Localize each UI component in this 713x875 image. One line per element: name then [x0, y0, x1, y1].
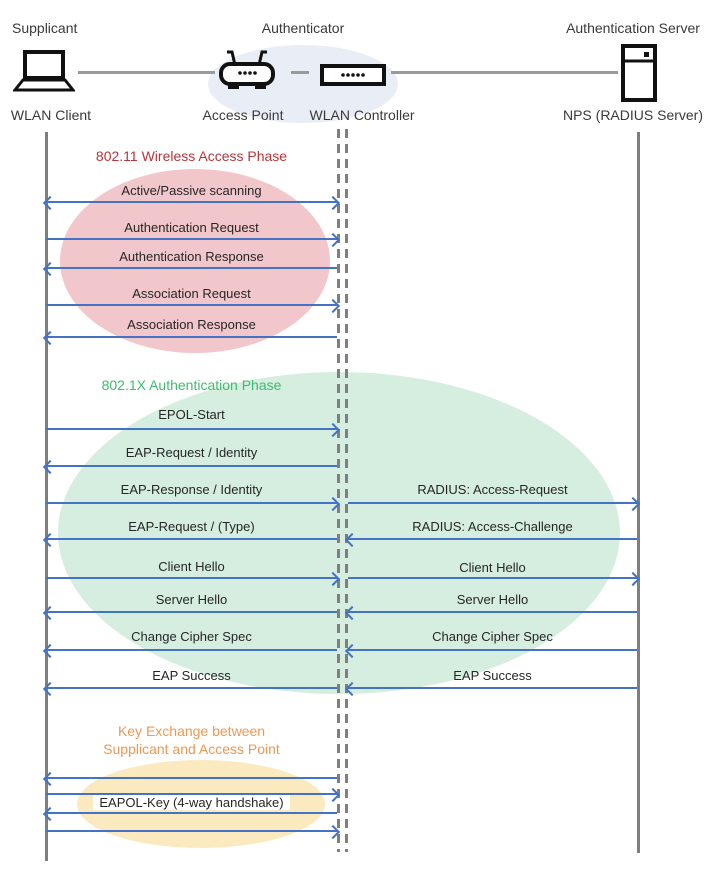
message-label: EAP-Response / Identity [120, 482, 263, 497]
connector-client-ap [78, 71, 215, 74]
laptop-icon [13, 50, 75, 92]
connector-ap-controller [291, 71, 309, 74]
message-arrow [46, 238, 337, 240]
message-arrow [46, 649, 337, 651]
role-authenticator: Authenticator [261, 20, 345, 36]
message-label: EAP-Request / Identity [125, 445, 258, 460]
phase3-title-line2: Supplicant and Access Point [103, 741, 280, 757]
message-label: EAP Success [453, 668, 532, 683]
message-arrow [46, 777, 337, 779]
message-arrow [46, 465, 337, 467]
message-arrow [46, 687, 337, 689]
node-label-wlan-client: WLAN Client [10, 107, 92, 123]
message-arrow [46, 830, 337, 832]
message-arrow [46, 428, 337, 430]
message-arrow [46, 577, 337, 579]
message-label: RADIUS: Access-Request [417, 482, 568, 497]
phase3-title: Key Exchange between Supplicant and Acce… [46, 722, 337, 758]
eapol-key-label: EAPOL-Key (4-way handshake) [93, 795, 290, 810]
phase1-title: 802.11 Wireless Access Phase [95, 148, 288, 164]
message-arrow [46, 304, 337, 306]
message-label: Association Response [127, 317, 256, 332]
role-supplicant: Supplicant [12, 20, 78, 36]
lifeline-client [45, 132, 48, 861]
access-point-icon [219, 50, 275, 89]
node-label-wlan-controller: WLAN Controller [309, 107, 415, 123]
message-label: Change Cipher Spec [432, 629, 553, 644]
message-label: Client Hello [459, 560, 526, 575]
phase1-ellipse [60, 169, 330, 353]
message-arrow [46, 611, 337, 613]
message-label: Server Hello [155, 592, 228, 607]
message-arrow [348, 649, 637, 651]
message-label: Association Request [132, 286, 251, 301]
lifeline-authenticator-right [345, 129, 348, 852]
message-arrow [46, 538, 337, 540]
server-icon [621, 44, 657, 102]
message-label: Active/Passive scanning [121, 183, 262, 198]
message-label: Authentication Response [119, 249, 264, 264]
message-arrow [348, 577, 637, 579]
message-arrow [348, 687, 637, 689]
phase2-title: 802.1X Authentication Phase [101, 377, 282, 393]
role-authentication-server: Authentication Server [566, 20, 700, 36]
message-arrow [46, 267, 337, 269]
wlan-controller-icon [320, 64, 386, 86]
node-label-nps-radius-server: NPS (RADIUS Server) [562, 107, 704, 123]
phase3-title-line1: Key Exchange between [117, 723, 266, 739]
node-label-access-point: Access Point [202, 107, 284, 123]
message-arrow [46, 336, 337, 338]
message-label: Server Hello [456, 592, 529, 607]
message-label: EPOL-Start [158, 407, 225, 422]
lifeline-authenticator-left [337, 129, 340, 852]
message-arrow [46, 812, 337, 814]
message-arrow [348, 538, 637, 540]
message-label: Authentication Request [124, 220, 259, 235]
message-label: EAPOL-Key (4-way handshake) [46, 795, 337, 811]
message-label: RADIUS: Access-Challenge [412, 519, 573, 534]
message-label: Change Cipher Spec [131, 629, 252, 644]
message-label: EAP-Request / (Type) [128, 519, 255, 534]
lifeline-server [637, 132, 640, 853]
connector-controller-server [391, 71, 618, 74]
message-arrow [46, 793, 337, 795]
message-arrow [46, 502, 337, 504]
message-arrow [348, 502, 637, 504]
message-arrow [46, 201, 337, 203]
message-label: EAP Success [152, 668, 231, 683]
message-label: Client Hello [158, 559, 225, 574]
message-arrow [348, 611, 637, 613]
